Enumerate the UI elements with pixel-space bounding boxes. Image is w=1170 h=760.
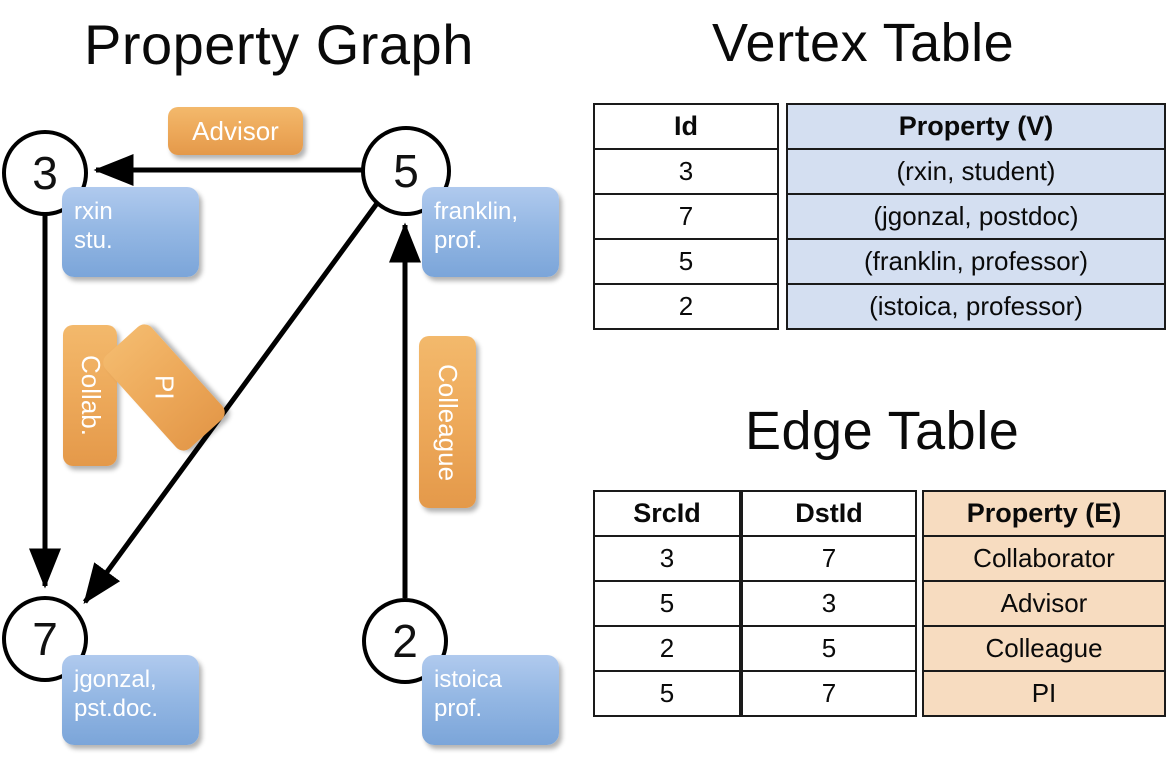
edge-table-dstid-column: DstId 7 3 5 7 [741,490,917,717]
table-row: 3 [593,148,779,195]
page-title-edge-table: Edge Table [745,401,1020,461]
edge-table-header-srcid: SrcId [593,490,741,537]
table-row: 2 [593,625,741,672]
table-row: 7 [593,193,779,240]
graph-edge-label-advisor: Advisor [168,107,303,155]
graph-edge-label-advisor-text: Advisor [192,115,279,146]
table-row: Colleague [922,625,1166,672]
edge-table-srcid-column: SrcId 3 5 2 5 [593,490,741,717]
table-row: 3 [741,580,917,627]
table-row: (rxin, student) [786,148,1166,195]
graph-node-7-property-box: jgonzal, pst.doc. [62,655,199,745]
vertex-table-header-property: Property (V) [786,103,1166,150]
table-row: 5 [593,580,741,627]
edge-table-cell-property: Collaborator [922,535,1166,582]
graph-node-2[interactable]: 2 [362,598,448,684]
edge-table-cell-srcid: 2 [593,625,741,672]
table-row: (franklin, professor) [786,238,1166,285]
graph-node-3-property-box: rxin stu. [62,187,199,277]
vertex-table-cell-id: 7 [593,193,779,240]
graph-node-5[interactable]: 5 [361,126,451,216]
table-header-row: Property (V) [786,103,1166,150]
edge-table-cell-dstid: 7 [741,535,917,582]
table-row: 7 [741,670,917,717]
table-header-row: DstId [741,490,917,537]
graph-node-3-property-line-1: rxin [74,198,113,225]
vertex-table-cell-id: 3 [593,148,779,195]
table-header-row: Id [593,103,779,150]
vertex-table-cell-property: (franklin, professor) [786,238,1166,285]
edge-table-cell-dstid: 5 [741,625,917,672]
property-graph-diagram: 3 5 7 2 rxin stu. franklin, prof. jgonza… [2,107,559,745]
table-row: 3 [593,535,741,582]
vertex-table-cell-id: 2 [593,283,779,330]
edge-table-cell-dstid: 7 [741,670,917,717]
vertex-table-cell-id: 5 [593,238,779,285]
graph-edge-5-7-pi [82,200,381,605]
table-row: (istoica, professor) [786,283,1166,330]
edge-table-cell-property: Advisor [922,580,1166,627]
graph-edge-label-colleague-text: Colleague [433,363,463,481]
graph-node-2-property-box: istoica prof. [422,655,559,745]
edge-table-header-property: Property (E) [922,490,1166,537]
graph-edges-layer [29,154,421,605]
vertex-table-cell-property: (istoica, professor) [786,283,1166,330]
graph-edge-label-collab-text: Collab. [75,355,106,436]
graph-node-5-property-line-1: franklin, [434,198,519,225]
table-row: 5 [593,670,741,717]
graph-edge-label-colleague: Colleague [419,336,476,508]
vertex-table-id-column: Id 3 7 5 2 [593,103,779,330]
graph-node-5-property-line-2: prof. [434,227,483,255]
edge-table-cell-property: Colleague [922,625,1166,672]
table-row: 5 [593,238,779,285]
edge-table-header-dstid: DstId [741,490,917,537]
table-row: (jgonzal, postdoc) [786,193,1166,240]
graph-node-2-property-line-1: istoica [434,666,503,693]
edge-table-cell-srcid: 5 [593,580,741,627]
edge-table-cell-srcid: 3 [593,535,741,582]
graph-node-7-label: 7 [32,613,58,665]
graph-node-3-property-line-2: stu. [74,227,113,255]
table-header-row: SrcId [593,490,741,537]
edge-table-cell-property: PI [922,670,1166,717]
edge-table-cell-dstid: 3 [741,580,917,627]
table-row: Advisor [922,580,1166,627]
edge-table-property-column: Property (E) Collaborator Advisor Collea… [922,490,1166,717]
vertex-table-cell-property: (jgonzal, postdoc) [786,193,1166,240]
page-title-vertex-table: Vertex Table [712,13,1015,73]
page-title-property-graph: Property Graph [84,13,474,76]
table-row: 2 [593,283,779,330]
table-row: PI [922,670,1166,717]
graph-node-5-label: 5 [393,145,419,197]
graph-node-5-property-box: franklin, prof. [422,187,559,277]
graph-node-2-property-line-2: prof. [434,695,483,723]
vertex-table-header-id: Id [593,103,779,150]
graph-node-7-property-line-2: pst.doc. [74,695,159,723]
graph-edge-label-collab: Collab. [63,325,117,466]
vertex-table-property-column: Property (V) (rxin, student) (jgonzal, p… [786,103,1166,330]
vertex-table-cell-property: (rxin, student) [786,148,1166,195]
graph-edge-label-pi-text: PI [149,375,180,400]
table-header-row: Property (E) [922,490,1166,537]
table-row: 7 [741,535,917,582]
graph-node-3-label: 3 [32,147,58,199]
graph-node-7-property-line-1: jgonzal, [74,666,157,693]
edge-table-cell-srcid: 5 [593,670,741,717]
graph-node-2-label: 2 [392,615,418,667]
table-row: 5 [741,625,917,672]
table-row: Collaborator [922,535,1166,582]
